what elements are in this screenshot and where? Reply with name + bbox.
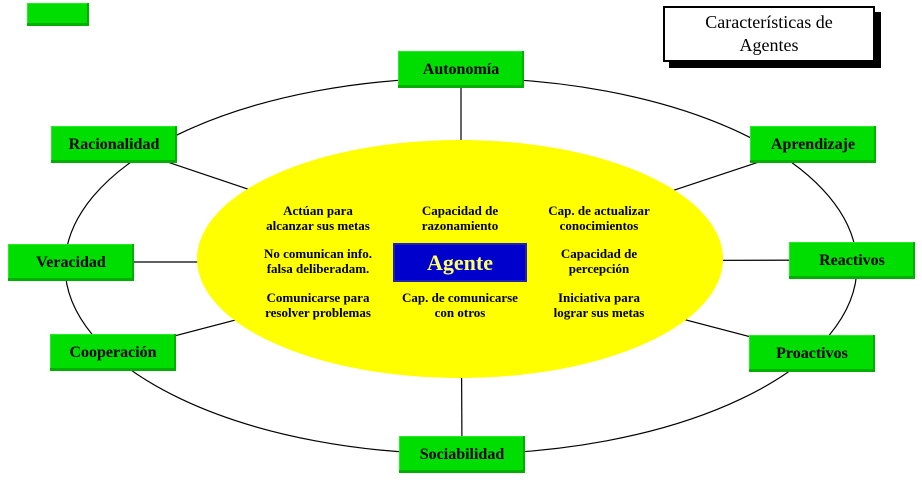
capability-text-middle-2: Cap. de comunicarse con otros: [402, 290, 518, 320]
node-cooperacion: Cooperación: [50, 334, 176, 371]
capability-text-right-3: Iniciativa para lograr sus metas: [553, 290, 645, 320]
title-box: Características de Agentes: [663, 6, 875, 62]
node-sociabilidad: Sociabilidad: [399, 436, 525, 473]
node-label: Sociabilidad: [419, 445, 505, 463]
node-autonomia: Autonomía: [398, 51, 524, 88]
agent-center-box: Agente: [393, 243, 527, 282]
node-label: Veracidad: [36, 253, 106, 271]
corner-green-box: [27, 3, 89, 26]
capability-text-middle-1: Capacidad de razonamiento: [421, 203, 499, 233]
node-label: Racionalidad: [68, 135, 160, 153]
node-label: Aprendizaje: [770, 135, 856, 153]
node-label: Reactivos: [819, 251, 885, 269]
node-label: Autonomía: [422, 60, 500, 78]
capability-text-left-3: Comunicarse para resolver problemas: [265, 290, 371, 320]
agent-label: Agente: [427, 249, 493, 275]
capability-text-right-2: Capacidad de percepción: [560, 246, 638, 276]
node-label: Cooperación: [69, 343, 157, 361]
capability-text-left-2: No comunican info. falsa deliberadam.: [264, 246, 372, 276]
node-reactivos: Reactivos: [789, 242, 915, 279]
diagram-title: Características de Agentes: [705, 12, 833, 55]
node-veracidad: Veracidad: [8, 244, 134, 281]
node-label: Proactivos: [776, 344, 848, 362]
node-proactivos: Proactivos: [749, 335, 875, 372]
node-aprendizaje: Aprendizaje: [750, 126, 876, 163]
capability-text-left-1: Actúan para alcanzar sus metas: [266, 203, 370, 233]
capability-text-right-1: Cap. de actualizar conocimientos: [548, 203, 650, 233]
node-racionalidad: Racionalidad: [51, 126, 177, 163]
